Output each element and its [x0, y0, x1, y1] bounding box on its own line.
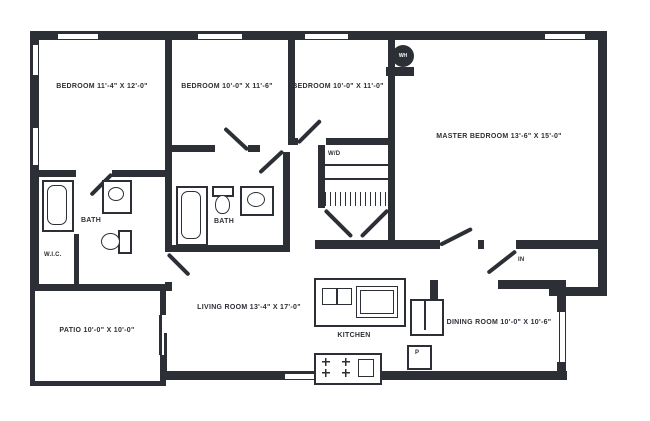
toilet-1-tank	[118, 230, 132, 254]
door-master-bedroom	[439, 226, 473, 247]
wic-label: W.I.C.	[44, 252, 62, 258]
room-name: KITCHEN	[337, 332, 371, 339]
room-dims: 10'-0" X 11'-6"	[222, 83, 273, 90]
pantry-label: P	[415, 350, 420, 356]
refrigerator	[410, 299, 444, 336]
room-name: DINING ROOM	[446, 319, 499, 326]
room-name: MASTER BEDROOM	[436, 133, 509, 140]
sink-basin-1	[108, 187, 124, 201]
water-heater-icon: WH	[392, 45, 414, 67]
room-name: LIVING ROOM	[197, 304, 248, 311]
burner-icon	[342, 369, 350, 377]
wall-door-pier	[478, 240, 484, 249]
window-master-top	[545, 33, 585, 40]
wall-hall-west	[283, 152, 290, 252]
bedroom-3-label: BEDROOM 10'-0" X 11'-0"	[292, 82, 384, 91]
door-bath2	[258, 149, 285, 175]
door-bedroom2	[223, 126, 250, 152]
bathtub-1-basin	[47, 185, 67, 225]
wall-dining-right-upper	[557, 289, 566, 312]
wall-bed2-east	[288, 40, 295, 145]
bifold-door-left	[323, 208, 354, 239]
bifold-track	[325, 192, 388, 206]
room-dims: 13'-4" X 17'-0"	[249, 304, 301, 311]
wall-master-west	[388, 40, 395, 249]
room-name: BATH	[80, 217, 102, 224]
wall-master-bottom	[315, 240, 440, 249]
wall-wic	[74, 234, 79, 284]
oven-door	[358, 359, 374, 377]
wall-bed1-south-b	[112, 170, 172, 177]
water-heater-shelf	[386, 67, 414, 76]
dining-room-label: DINING ROOM 10'-0" X 10'-6"	[447, 318, 552, 327]
wall-bed3-south-b	[326, 138, 390, 145]
window-bedroom2-top	[198, 33, 242, 40]
bath-1-label: BATH	[81, 216, 101, 225]
burner-icon	[322, 358, 330, 366]
bathtub-2-basin	[181, 191, 201, 239]
wall-exterior-right	[598, 31, 607, 296]
room-name: BATH	[213, 218, 235, 225]
room-name: BEDROOM	[181, 83, 220, 90]
room-name: BEDROOM	[292, 83, 331, 90]
room-name: PATIO	[59, 327, 82, 334]
wall-patio-divider-upper	[160, 291, 166, 315]
room-dims: 13'-6" X 15'-0"	[510, 133, 562, 140]
bedroom-2-label: BEDROOM 10'-0" X 11'-6"	[181, 82, 273, 91]
sink-bowl-right	[337, 288, 352, 305]
refrigerator-door-split	[424, 301, 426, 330]
wall-bath2-south	[165, 245, 290, 252]
slider-door-panel-a	[159, 315, 162, 355]
closet-shelf-2	[325, 178, 388, 180]
room-name: BEDROOM	[56, 83, 95, 90]
wall-kitchen-stub	[430, 280, 438, 300]
room-dims: 10'-0" X 10'-0"	[83, 327, 135, 334]
bifold-door-right	[359, 208, 390, 239]
pantry	[407, 345, 432, 370]
door-bath1-from-living	[166, 252, 191, 277]
sink-basin-2	[247, 192, 265, 207]
door-bedroom3	[296, 118, 323, 145]
bedroom-1-label: BEDROOM 11'-4" X 12'-0"	[56, 82, 148, 91]
wall-bed1-south-a	[30, 170, 76, 177]
room-dims: 10'-0" X 11'-0"	[333, 83, 384, 90]
wall-bed2-south-a	[165, 145, 215, 152]
wall-bath1-south	[30, 284, 172, 291]
window-bedroom3-top	[305, 33, 348, 40]
room-dims: 11'-4" X 12'-0"	[97, 83, 148, 90]
wall-dining-top	[498, 280, 566, 289]
door-front-entry	[486, 249, 518, 275]
closet-shelf-1	[325, 164, 388, 166]
wall-wd-west	[318, 145, 325, 208]
window-living-bottom	[285, 373, 340, 380]
wall-bed2-south-b	[248, 145, 260, 152]
toilet-2-bowl	[215, 195, 230, 214]
dishwasher-inner	[360, 290, 394, 314]
patio-label: PATIO 10'-0" X 10'-0"	[59, 326, 134, 335]
wall-patio-left	[30, 291, 35, 386]
master-bedroom-label: MASTER BEDROOM 13'-6" X 15'-0"	[436, 132, 562, 141]
kitchen-label: KITCHEN	[337, 331, 370, 340]
toilet-1-bowl	[101, 233, 120, 250]
window-bedroom1-left-b	[32, 128, 39, 165]
burner-icon	[342, 358, 350, 366]
wall-patio-divider-lower	[160, 355, 166, 386]
wall-porch-bottom	[549, 287, 607, 296]
window-bedroom1-left-a	[32, 45, 39, 75]
window-dining-right	[559, 312, 566, 362]
bath-2-label: BATH	[214, 217, 234, 226]
room-dims: 10'-0" X 10'-6"	[500, 319, 552, 326]
living-room-label: LIVING ROOM 13'-4" X 17'-0"	[197, 303, 301, 312]
wall-bed3-south-a	[290, 138, 298, 145]
wall-entry-top	[516, 240, 607, 249]
wall-patio-bottom	[30, 381, 166, 386]
burner-icon	[322, 369, 330, 377]
slider-door-panel-b	[164, 333, 167, 373]
sink-bowl-left	[322, 288, 337, 305]
window-bedroom1-top	[58, 33, 98, 40]
entry-label: IN	[518, 257, 525, 263]
washer-dryer-label: W/D	[328, 151, 341, 157]
